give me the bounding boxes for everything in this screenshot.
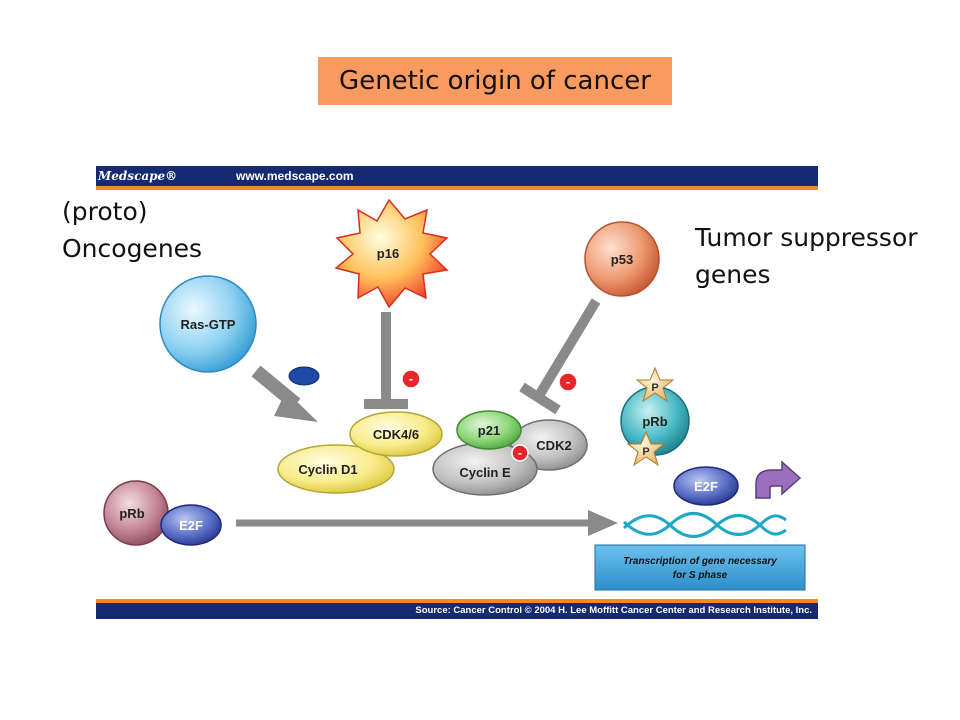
transcription-line-1: Transcription of gene necessary [623,556,777,567]
slide-title: Genetic origin of cancer [318,57,672,105]
pathway-diagram: p16 p53 Ras-GTP - - Cyclin D1 CDK4/6 CDK… [103,198,806,591]
e2f-transcription-arrowhead [588,510,618,536]
p16-label: p16 [377,246,399,261]
e2f-bound-node [160,504,222,546]
prb-bound-label: pRb [119,506,144,521]
tumor-suppressor-label: Tumor suppressor genes [695,223,918,289]
phosphate-label-top: P [651,382,658,394]
cdk2-label: CDK2 [536,438,571,453]
cyclin-e-label: Cyclin E [459,465,511,480]
inhibit-marker-p21: - [511,444,529,462]
cyclin-d1-node [277,444,395,494]
p53-inhibition [519,298,601,415]
cdk46-node [349,411,443,457]
e2f-free-label: E2F [694,479,718,494]
cdk46-label: CDK4/6 [373,427,419,442]
p16-inhibition [364,312,408,409]
p53-node [584,221,660,297]
cell-cycle-figure: p16 p53 Ras-GTP - - Cyclin D1 CDK4/6 CDK… [96,166,818,619]
prb-phosphorylated-label: pRb [642,414,667,429]
ras-gtp-label: Ras-GTP [181,317,236,332]
transcription-line-2: for S phase [673,570,728,581]
medscape-url: www.medscape.com [236,169,354,183]
svg-text:-: - [566,374,570,389]
ras-gtp-node [159,275,257,373]
source-footer: Source: Cancer Control © 2004 H. Lee Mof… [96,599,818,619]
p53-label: p53 [611,252,633,267]
p21-node [456,410,522,450]
svg-text:-: - [409,371,413,386]
p21-label: p21 [478,423,500,438]
phosphate-star-top [635,366,675,403]
inhibit-marker-p16: - [401,369,421,389]
ras-to-cdk46-arrow [251,365,318,422]
svg-text:-: - [518,446,522,460]
source-credit: Source: Cancer Control © 2004 H. Lee Mof… [415,605,812,616]
inhibit-marker-p53: - [558,372,578,392]
phosphate-star-bottom [626,430,666,467]
p16-starburst [334,198,449,309]
gtp-molecule [288,366,320,386]
cyclin-d1-label: Cyclin D1 [298,462,357,477]
oncogenes-label: (proto) Oncogenes [62,197,203,263]
medscape-header: Medscape® www.medscape.com [96,166,818,190]
dna-helix [622,512,787,538]
e2f-bound-label: E2F [179,518,203,533]
medscape-logo: Medscape® [98,169,178,183]
phosphate-label-bottom: P [642,446,649,458]
e2f-free-node [673,466,739,506]
transcription-box [594,544,806,591]
transcription-curved-arrow [755,460,802,499]
